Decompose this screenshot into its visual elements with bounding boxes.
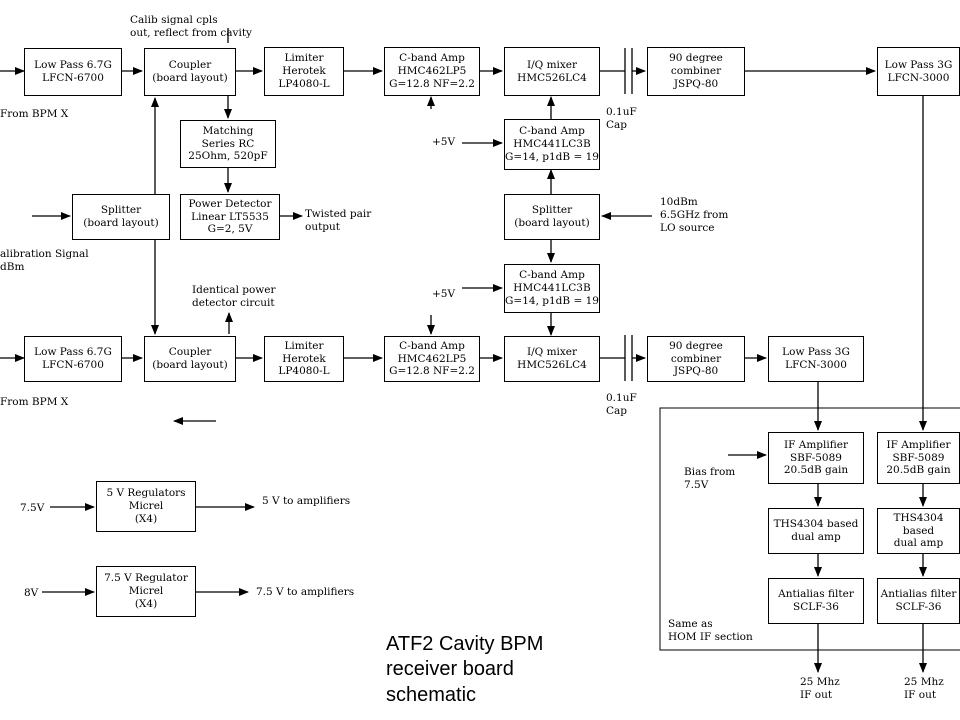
- lowpass-3g-bottom: Low Pass 3G LFCN-3000: [768, 336, 864, 382]
- iq-mixer-top: I/Q mixer HMC526LC4: [504, 47, 600, 96]
- twisted-pair-label: Twisted pair output: [305, 208, 372, 233]
- output-5v-label: 5 V to amplifiers: [262, 495, 351, 507]
- lo-source-label: 10dBm 6.5GHz from LO source: [660, 196, 729, 234]
- antialias-filter-1: Antialias filter SCLF-36: [768, 578, 864, 624]
- from-bpm-top-label: From BPM X: [0, 108, 69, 120]
- if-amplifier-1: IF Amplifier SBF-5089 20.5dB gain: [768, 432, 864, 484]
- coupler-bottom: Coupler (board layout): [144, 336, 236, 382]
- calib-cpls-label: Calib signal cpls out, reflect from cavi…: [130, 14, 252, 39]
- cband-amp-441-bottom: C-band Amp HMC441LC3B G=14, p1dB = 19: [504, 264, 600, 313]
- output-7.5v-label: 7.5 V to amplifiers: [256, 586, 355, 598]
- if-out-label-2: 25 Mhz IF out: [904, 676, 944, 701]
- limiter-top: Limiter Herotek LP4080-L: [264, 47, 344, 96]
- splitter-mid: Splitter (board layout): [504, 194, 600, 240]
- iq-mixer-bottom: I/Q mixer HMC526LC4: [504, 336, 600, 382]
- cband-amp-462-top: C-band Amp HMC462LP5 G=12.8 NF=2.2: [384, 47, 480, 96]
- regulator-7.5v: 7.5 V Regulator Micrel (X4): [96, 566, 196, 617]
- lowpass-6.7g-top: Low Pass 6.7G LFCN-6700: [24, 48, 122, 96]
- plus5v-label-1: +5V: [432, 136, 456, 148]
- plus5v-label-2: +5V: [432, 288, 456, 300]
- ths4304-amp-1: THS4304 based dual amp: [768, 508, 864, 554]
- lowpass-6.7g-bottom: Low Pass 6.7G LFCN-6700: [24, 336, 122, 382]
- input-7.5v-label: 7.5V: [20, 502, 45, 514]
- matching-rc: Matching Series RC 25Ohm, 520pF: [180, 120, 276, 168]
- diagram-title: ATF2 Cavity BPM receiver board schematic: [386, 633, 544, 706]
- calibration-signal-label: alibration Signal dBm: [0, 248, 89, 273]
- bias-from-label: Bias from 7.5V: [684, 466, 736, 491]
- cap-label-bottom: 0.1uF Cap: [606, 392, 637, 417]
- cband-amp-462-bottom: C-band Amp HMC462LP5 G=12.8 NF=2.2: [384, 336, 480, 382]
- identical-power-label: Identical power detector circuit: [192, 284, 276, 309]
- splitter-left: Splitter (board layout): [72, 194, 170, 240]
- cap-label-top: 0.1uF Cap: [606, 106, 637, 131]
- ths4304-amp-2: THS4304 based dual amp: [877, 508, 960, 554]
- power-detector: Power Detector Linear LT5535 G=2, 5V: [180, 194, 280, 240]
- coupler-top: Coupler (board layout): [144, 48, 236, 96]
- regulator-5v: 5 V Regulators Micrel (X4): [96, 481, 196, 532]
- from-bpm-bottom-label: From BPM X: [0, 396, 69, 408]
- same-as-label: Same as HOM IF section: [668, 618, 753, 643]
- if-section-outline: [659, 407, 960, 651]
- cband-amp-441-top: C-band Amp HMC441LC3B G=14, p1dB = 19: [504, 119, 600, 170]
- lowpass-3g-top: Low Pass 3G LFCN-3000: [877, 47, 960, 96]
- if-out-label-1: 25 Mhz IF out: [800, 676, 840, 701]
- limiter-bottom: Limiter Herotek LP4080-L: [264, 336, 344, 382]
- combiner-bottom: 90 degree combiner JSPQ-80: [647, 336, 745, 382]
- combiner-top: 90 degree combiner JSPQ-80: [647, 47, 745, 96]
- input-8v-label: 8V: [24, 587, 39, 599]
- if-amplifier-2: IF Amplifier SBF-5089 20.5dB gain: [877, 432, 960, 484]
- antialias-filter-2: Antialias filter SCLF-36: [877, 578, 960, 624]
